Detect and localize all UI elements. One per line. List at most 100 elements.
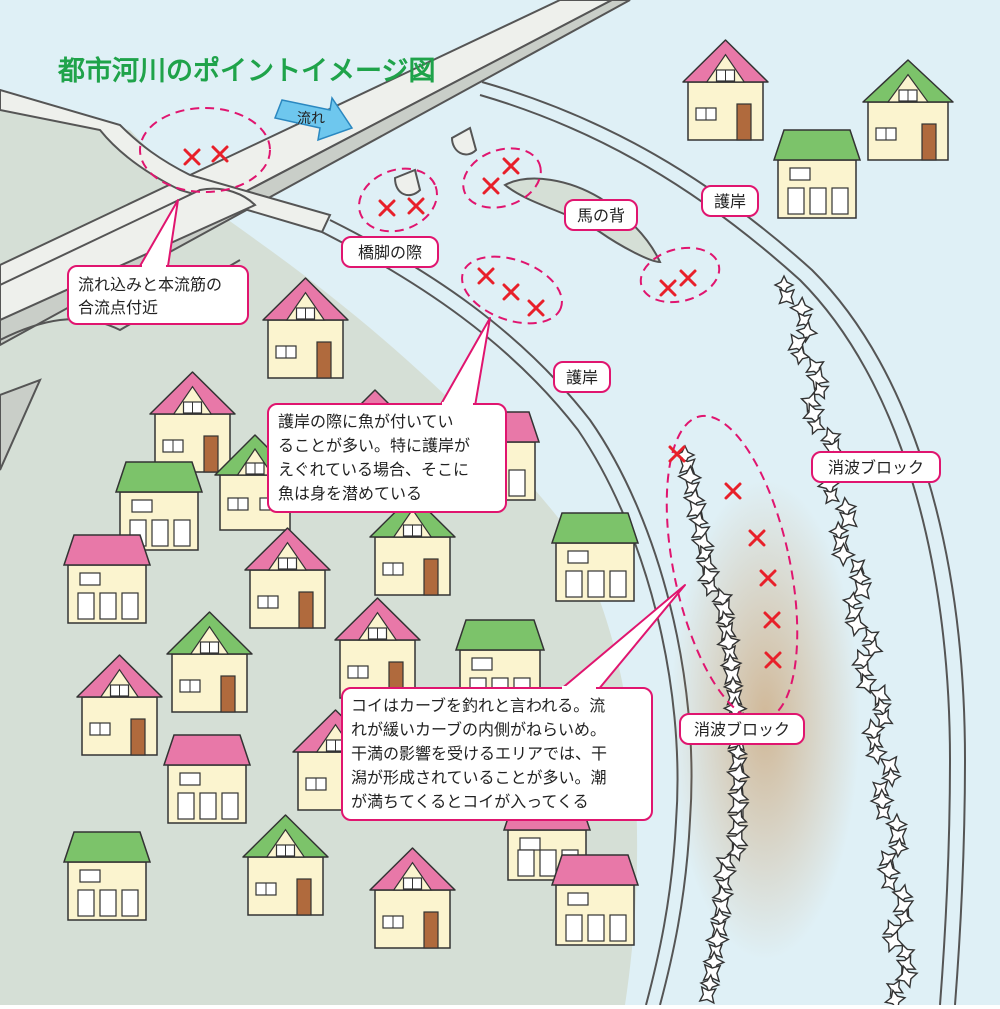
wave-block — [822, 487, 841, 505]
label-bank-middle-text: 護岸 — [566, 368, 598, 387]
wave-block — [810, 381, 830, 400]
wave-block — [726, 841, 747, 862]
wave-block — [848, 566, 872, 590]
wave-block — [778, 288, 796, 306]
label-breakwater-left: 消波ブロック — [679, 713, 805, 745]
wave-block — [726, 796, 750, 819]
wave-block — [879, 755, 901, 776]
label-bank-upper: 護岸 — [701, 185, 759, 217]
zone-bank — [461, 255, 563, 325]
callout-bank-line-4: 魚は身を潜めている — [278, 484, 422, 503]
house — [76, 654, 163, 756]
wave-block — [892, 895, 915, 918]
wave-block — [895, 943, 916, 964]
wave-block — [885, 979, 905, 998]
wave-block — [727, 808, 748, 829]
callout-curve: コイはカーブを釣れと言われる。流 れが緩いカーブの内側がねらいめ。 干満の影響を… — [341, 584, 686, 821]
label-breakwater-right: 消波ブロック — [811, 451, 941, 483]
wave-block — [789, 344, 811, 366]
bank-wall-inner-2 — [321, 231, 679, 1006]
label-sandbar-text: 馬の背 — [577, 206, 625, 225]
wave-block — [882, 919, 904, 941]
wave-block — [698, 985, 718, 1005]
wave-block — [884, 812, 909, 836]
x-mark — [502, 283, 520, 301]
wave-block — [868, 683, 892, 707]
wave-block — [875, 804, 891, 820]
house — [244, 527, 331, 629]
wave-block — [861, 637, 884, 660]
apartment — [550, 854, 640, 946]
callout-confluence-line-2: 合流点付近 — [78, 298, 158, 317]
wave-block — [838, 509, 858, 530]
x-mark — [748, 529, 766, 547]
x-mark — [679, 269, 697, 287]
apartment — [772, 129, 862, 219]
house — [262, 277, 349, 379]
wave-block — [888, 826, 908, 846]
label-bank-upper-text: 護岸 — [714, 192, 746, 211]
flow-label: 流れ — [297, 111, 325, 127]
wave-block — [854, 661, 875, 682]
wave-block — [795, 320, 819, 344]
wave-block — [722, 665, 742, 686]
wave-block — [725, 689, 743, 706]
wave-block — [855, 672, 878, 695]
wave-block — [864, 742, 888, 766]
wave-block — [699, 973, 721, 995]
wave-block — [773, 274, 795, 296]
house — [369, 494, 456, 596]
apartment — [62, 831, 152, 921]
zone-sandbar-tip — [639, 246, 721, 304]
wave-block — [871, 780, 890, 798]
bank-wall-inner — [329, 219, 693, 1006]
callout-curve-line-4: 潟が形成されていることが多い。潮 — [351, 768, 607, 787]
x-mark — [759, 569, 777, 587]
wave-block — [893, 907, 915, 929]
house — [242, 814, 329, 916]
x-mark — [378, 199, 396, 217]
x-mark — [502, 157, 520, 175]
wave-block — [695, 544, 715, 564]
wave-block — [696, 564, 721, 588]
breakwater-blocks-left — [674, 444, 751, 1005]
land-edge-curb — [0, 378, 42, 471]
wave-block — [725, 829, 749, 853]
x-mark — [763, 611, 781, 629]
wave-block — [677, 464, 703, 490]
x-mark — [183, 148, 201, 166]
bank-wall-outer — [479, 94, 952, 1006]
zone-confluence — [139, 107, 271, 193]
label-breakwater-left-text: 消波ブロック — [694, 720, 790, 739]
x-mark — [211, 145, 229, 163]
wave-block — [788, 295, 815, 322]
wave-block — [801, 402, 826, 426]
wave-block — [711, 896, 732, 917]
label-breakwater-right-text: 消波ブロック — [828, 458, 924, 477]
x-mark — [482, 177, 500, 195]
wave-block — [880, 766, 902, 788]
house — [682, 39, 769, 141]
wave-block — [895, 954, 917, 976]
target-zones — [139, 107, 799, 722]
house — [166, 611, 253, 713]
wave-block — [709, 907, 731, 929]
apartment — [162, 734, 252, 824]
label-bank-middle: 護岸 — [553, 361, 611, 393]
apartment — [550, 512, 640, 602]
label-bridge-pier-text: 橋脚の際 — [358, 243, 422, 262]
callout-confluence-line-1: 流れ込みと本流筋の — [78, 275, 222, 294]
x-mark — [724, 482, 742, 500]
label-sandbar: 馬の背 — [564, 199, 638, 231]
wave-block — [716, 629, 741, 655]
wave-block — [695, 554, 718, 577]
breakwater-blocks-right — [773, 274, 919, 1009]
x-mark — [764, 651, 782, 669]
flow-arrow: 流れ — [273, 96, 354, 142]
callout-bank: 護岸の際に魚が付いてい ることが多い。特に護岸が えぐれている場合、そこに 魚は… — [267, 317, 507, 513]
x-mark — [527, 299, 545, 317]
wave-block — [894, 964, 919, 989]
zone-curve — [665, 414, 799, 722]
